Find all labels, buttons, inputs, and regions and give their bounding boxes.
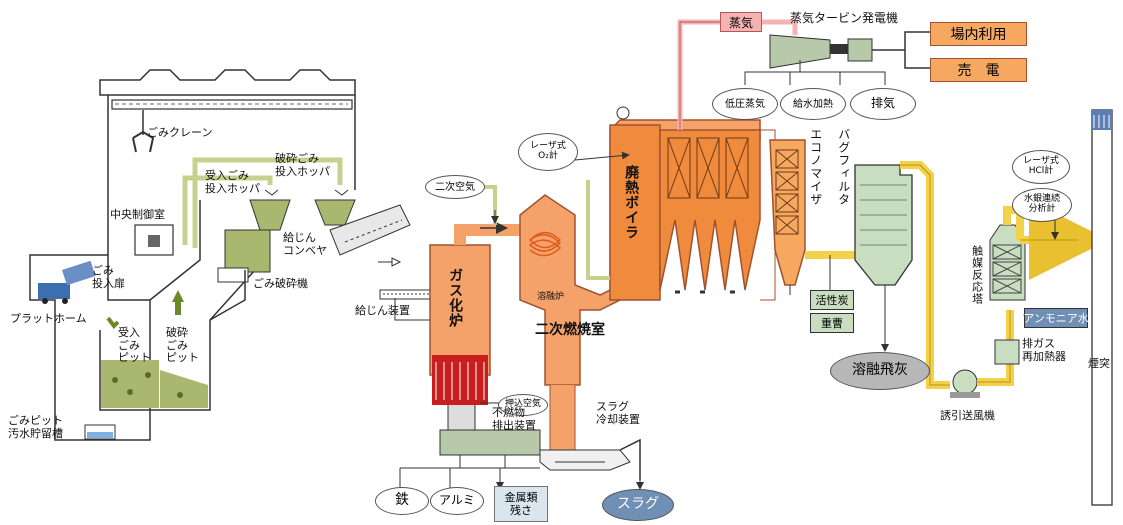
catalyst-tower-unit: [989, 200, 1109, 365]
label-low-pressure-steam: 低圧蒸気: [712, 88, 778, 120]
label-induced-fan: 誘引送風機: [940, 409, 995, 422]
waste-building: [29, 69, 411, 441]
label-secondary-combustion: 二次燃焼室: [535, 322, 605, 338]
label-steam: 蒸気: [720, 12, 762, 32]
bag-filter-unit: [854, 161, 950, 389]
label-mercury-analyzer: 水銀連続 分析計: [1012, 188, 1072, 222]
label-entry-door: ごみ 投入扉: [92, 264, 125, 290]
label-melting-furnace: 溶融炉: [537, 292, 565, 302]
waste-heat-boiler-unit: [609, 19, 761, 301]
label-laser-hcl: レーザ式 HCl計: [1012, 150, 1070, 184]
chimney-unit: [1091, 109, 1113, 506]
label-crane: ごみクレーン: [147, 126, 213, 139]
label-turbine: 蒸気タービン発電機: [790, 11, 899, 25]
label-iron: 鉄: [375, 487, 429, 515]
label-chimney: 煙突: [1088, 357, 1110, 370]
gasifier-unit: [429, 222, 541, 468]
output-lines: [399, 151, 1059, 488]
label-conveyor: 給じん コンベヤ: [283, 231, 327, 257]
label-reheater: 排ガス 再加熱器: [1022, 337, 1066, 363]
label-sewage-tank: ごみピット 汚水貯留槽: [8, 414, 63, 440]
label-onsite: 場内利用: [930, 22, 1027, 46]
label-receiving-pit: 受入 ごみ ピット: [118, 326, 151, 365]
label-metal-residue: 金属類 残さ: [494, 486, 548, 522]
label-laser-o2: レーザ式 O₂計: [518, 133, 578, 171]
label-catalyst-tower: 触媒反応塔: [970, 245, 984, 305]
secondary-combustion-unit: [519, 119, 761, 480]
label-crusher: ごみ破砕機: [253, 277, 308, 290]
label-economizer: エコノマイザ: [808, 128, 823, 206]
label-exhaust: 排気: [850, 88, 916, 120]
label-crushed-pit: 破砕 ごみ ピット: [166, 326, 199, 365]
label-slaked-lime: 重曹: [810, 313, 854, 333]
label-push-air: 押込空気: [498, 394, 548, 416]
label-gasifier: ガス化炉: [447, 268, 464, 328]
economizer-unit: [760, 129, 855, 301]
turbine-generator-unit: [744, 19, 930, 85]
label-feeder: 給じん装置: [355, 304, 410, 317]
label-feedwater-heating: 給水加熱: [780, 88, 846, 120]
induced-fan-unit: [950, 310, 1014, 398]
label-aluminum: アルミ: [430, 487, 484, 515]
label-slag-cooling: スラグ 冷却装置: [596, 400, 640, 426]
label-secondary-air: 二次空気: [425, 175, 485, 199]
label-control-room: 中央制御室: [110, 208, 165, 221]
label-receiving-hopper: 受入ごみ 投入ホッパ: [205, 169, 260, 195]
label-ammonia-water: アンモニア水: [1023, 308, 1089, 328]
label-crushed-hopper: 破砕ごみ 投入ホッパ: [275, 152, 330, 178]
label-waste-heat-boiler: 廃熱ボイラ: [623, 165, 640, 240]
label-slag: スラグ: [602, 489, 674, 521]
label-sell: 売 電: [930, 58, 1027, 82]
label-bag-filter: バグフィルタ: [836, 128, 851, 206]
label-noncombustible-discharge: 不燃物 排出装置: [492, 406, 536, 432]
label-activated-carbon: 活性炭: [810, 290, 854, 310]
label-platform: プラットホーム: [10, 312, 87, 325]
label-melt-fly-ash: 溶融飛灰: [830, 352, 930, 390]
